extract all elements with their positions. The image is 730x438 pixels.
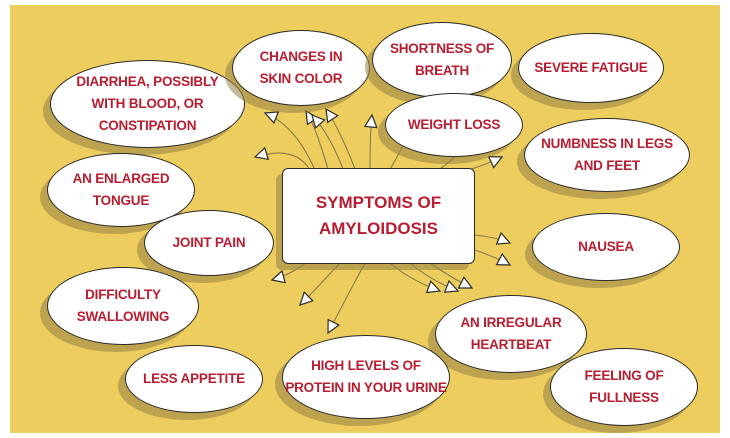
symptom-label: CHANGES IN SKIN COLOR xyxy=(259,49,343,86)
symptom-label: JOINT PAIN xyxy=(172,235,246,250)
symptom-label: WEIGHT LOSS xyxy=(407,117,501,132)
symptom-label: AN IRREGULAR HEARTBEAT xyxy=(460,315,562,352)
arrowhead-icon xyxy=(495,231,512,245)
arrowhead-icon xyxy=(299,291,314,306)
symptom-label: FEELING OF FULLNESS xyxy=(584,368,664,405)
symptom-bubble-protein-urine: HIGH LEVELS OF PROTEIN IN YOUR URINE xyxy=(282,335,450,419)
symptom-bubble-weight-loss: WEIGHT LOSS xyxy=(385,93,523,157)
symptom-bubble-joint-pain: JOINT PAIN xyxy=(144,210,274,276)
arrowhead-icon xyxy=(363,113,378,129)
arrowhead-icon xyxy=(457,276,474,289)
symptom-label: HIGH LEVELS OF PROTEIN IN YOUR URINE xyxy=(285,358,447,395)
symptom-bubble-difficulty-swallowing: DIFFICULTY SWALLOWING xyxy=(47,267,199,345)
symptom-label: LESS APPETITE xyxy=(143,371,245,386)
arrowhead-icon xyxy=(495,252,512,266)
center-box: SYMPTOMS OF AMYLOIDOSIS xyxy=(282,168,475,264)
arrowhead-icon xyxy=(327,318,340,335)
symptom-label: NAUSEA xyxy=(578,239,634,254)
diagram-canvas: SYMPTOMS OF AMYLOIDOSIS DIARRHEA, POSSIB… xyxy=(10,5,720,433)
symptom-bubble-less-appetite: LESS APPETITE xyxy=(125,345,263,413)
symptom-bubble-numbness: NUMBNESS IN LEGS AND FEET xyxy=(524,118,690,192)
symptom-label: AN ENLARGED TONGUE xyxy=(72,171,170,208)
symptom-label: NUMBNESS IN LEGS AND FEET xyxy=(541,136,673,173)
symptom-bubble-skin-color: CHANGES IN SKIN COLOR xyxy=(232,30,370,106)
arrowhead-icon xyxy=(487,156,504,169)
symptom-label: SEVERE FATIGUE xyxy=(534,60,648,75)
symptom-label: SHORTNESS OF BREATH xyxy=(389,41,495,78)
symptom-label: DIFFICULTY SWALLOWING xyxy=(76,287,170,324)
symptom-bubble-severe-fatigue: SEVERE FATIGUE xyxy=(518,33,664,103)
symptom-bubble-fullness: FEELING OF FULLNESS xyxy=(550,348,698,426)
arrowhead-icon xyxy=(443,279,460,293)
symptom-bubble-irregular-heartbeat: AN IRREGULAR HEARTBEAT xyxy=(435,295,587,373)
symptom-label: DIARRHEA, POSSIBLY WITH BLOOD, OR CONSTI… xyxy=(76,74,219,133)
arrowhead-icon xyxy=(311,114,326,130)
symptom-bubble-shortness-of-breath: SHORTNESS OF BREATH xyxy=(372,22,512,98)
arrowhead-icon xyxy=(325,107,339,124)
symptom-bubble-enlarged-tongue: AN ENLARGED TONGUE xyxy=(47,153,195,227)
symptom-bubble-diarrhea: DIARRHEA, POSSIBLY WITH BLOOD, OR CONSTI… xyxy=(50,60,245,148)
arrowhead-icon xyxy=(263,111,280,125)
arrowhead-icon xyxy=(270,269,287,284)
arrowhead-icon xyxy=(253,146,270,161)
arrowhead-icon xyxy=(425,280,442,294)
symptom-bubble-nausea: NAUSEA xyxy=(532,213,680,281)
center-title: SYMPTOMS OF AMYLOIDOSIS xyxy=(315,193,442,238)
